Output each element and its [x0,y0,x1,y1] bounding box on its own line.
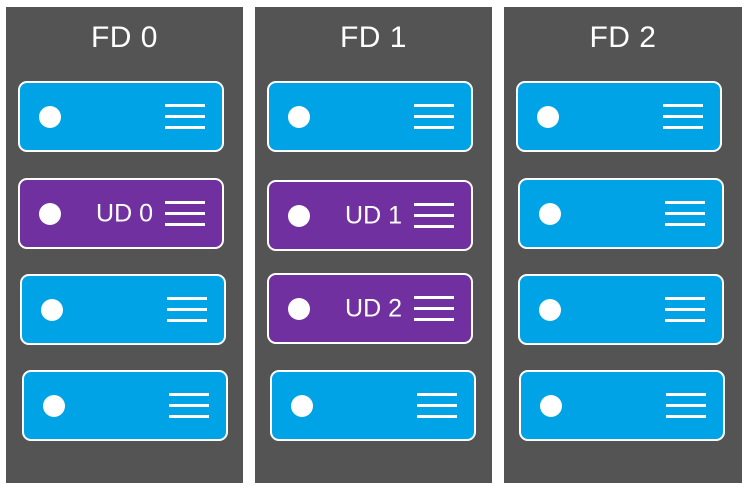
vent-lines-icon [417,392,457,419]
server-unit [518,274,724,345]
server-unit [267,81,473,152]
power-indicator-icon [41,298,63,321]
server-unit: UD 0 [18,178,224,249]
vent-lines-icon [165,103,205,130]
vent-lines-icon [165,200,205,227]
server-unit [519,370,725,441]
vent-lines-icon [414,295,454,322]
rack-title: FD 1 [339,21,407,54]
update-domain-label: UD 0 [96,199,153,227]
server-unit: UD 1 [267,180,473,251]
fault-domain-rack-0: FD 0 UD 0 [6,7,243,483]
server-unit [516,81,722,152]
rack-title: FD 2 [589,21,657,54]
server-unit [22,370,228,441]
power-indicator-icon [288,105,310,128]
fault-domain-rack-1: FD 1 UD 1 UD 2 [255,7,492,483]
power-indicator-icon [43,394,65,417]
vent-lines-icon [665,200,705,227]
power-indicator-icon [39,202,61,225]
vent-lines-icon [414,202,454,229]
server-unit [18,81,224,152]
server-unit [20,274,226,345]
power-indicator-icon [539,298,561,321]
power-indicator-icon [540,394,562,417]
vent-lines-icon [663,103,703,130]
vent-lines-icon [169,392,209,419]
server-unit [518,178,724,249]
update-domain-label: UD 2 [345,294,402,322]
power-indicator-icon [39,105,61,128]
fault-domain-rack-2: FD 2 [504,7,742,483]
server-unit [270,370,476,441]
update-domain-label: UD 1 [345,201,402,229]
server-unit: UD 2 [267,273,473,344]
power-indicator-icon [288,297,310,320]
power-indicator-icon [291,394,313,417]
power-indicator-icon [539,202,561,225]
vent-lines-icon [666,392,706,419]
rack-title: FD 0 [90,21,158,54]
power-indicator-icon [537,105,559,128]
vent-lines-icon [414,103,454,130]
vent-lines-icon [665,296,705,323]
power-indicator-icon [288,204,310,227]
vent-lines-icon [167,296,207,323]
